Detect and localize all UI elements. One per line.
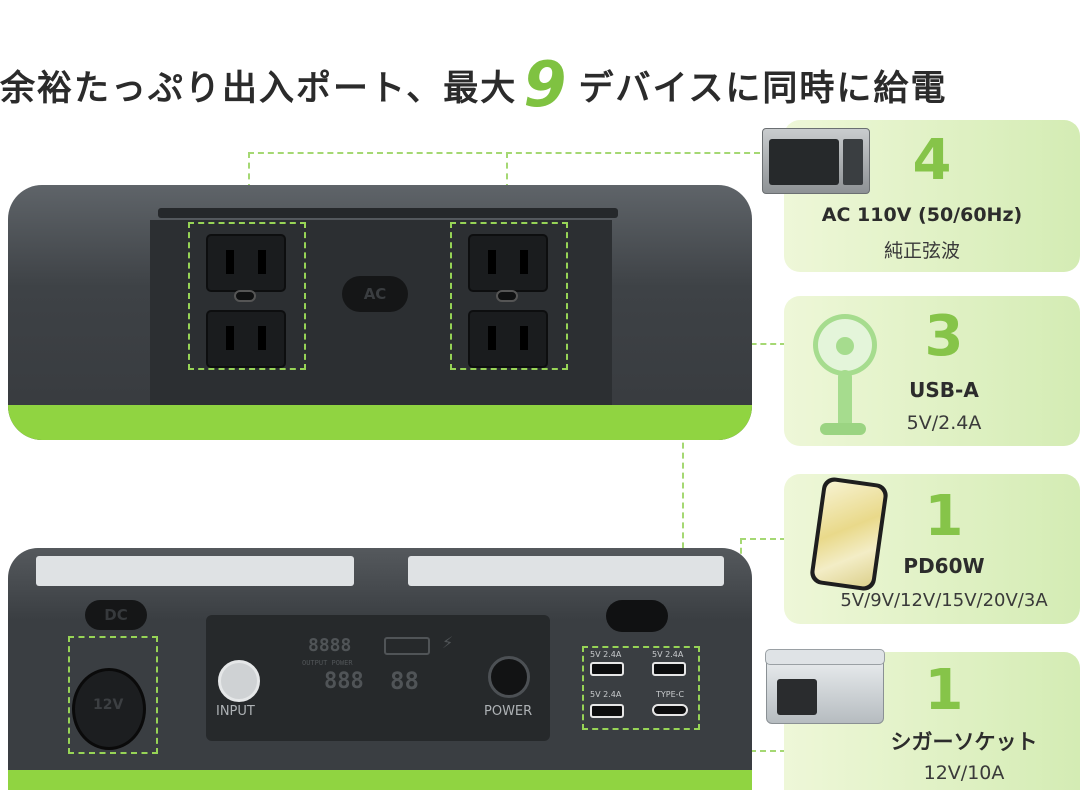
input-port[interactable] — [218, 660, 260, 702]
device-green-trim-bottom — [8, 770, 752, 790]
usb-a-port-3[interactable] — [652, 662, 686, 676]
ac-outlet-3[interactable] — [468, 234, 548, 292]
car-fridge-icon — [765, 649, 885, 724]
usb-port-label-1: 5V 2.4A — [590, 650, 622, 659]
ac-indicator-light-right — [496, 290, 518, 302]
usb-a-port-2[interactable] — [590, 704, 624, 718]
leader-line-ac — [248, 152, 760, 154]
usb-port-label-3: 5V 2.4A — [652, 650, 684, 659]
ac-outlet-2[interactable] — [206, 310, 286, 368]
leader-line-usba-down — [682, 343, 684, 648]
ac-outlet-group-left-highlight — [188, 222, 306, 370]
fan-base — [820, 423, 866, 435]
lcd-digits-mid: 888 — [324, 669, 364, 694]
pd-spec-detail: 5V/9V/12V/15V/20V/3A — [840, 590, 1048, 611]
microwave-icon — [762, 128, 870, 194]
ac-outlet-4[interactable] — [468, 310, 548, 368]
usb-port-label-2: 5V 2.4A — [590, 690, 622, 699]
cigar-socket-highlight — [68, 636, 158, 754]
handle-left — [36, 556, 354, 586]
usba-spec-title: USB-A — [909, 378, 979, 402]
handle-right — [408, 556, 724, 586]
battery-icon — [384, 637, 430, 655]
ac-power-button[interactable]: AC — [342, 276, 408, 312]
dc-power-button[interactable]: DC — [85, 600, 147, 630]
ac-port-count: 4 — [912, 128, 952, 193]
lcd-display-panel: 8888 OUTPUT POWER 888 88 ⚡ — [206, 615, 550, 741]
lcd-output-power-label: OUTPUT POWER — [302, 659, 353, 667]
device-green-trim — [8, 405, 752, 440]
power-station-front-view — [8, 548, 752, 790]
typec-label: TYPE-C — [656, 690, 685, 699]
cigar-spec-title: シガーソケット — [890, 730, 1038, 754]
headline-suffix: デバイスに同時に給電 — [578, 69, 948, 109]
device-top-slot — [158, 208, 618, 218]
usba-port-count: 3 — [924, 304, 964, 369]
cigar-socket-label: 12V — [93, 697, 124, 713]
power-label: POWER — [484, 704, 533, 719]
fan-handle — [838, 370, 852, 430]
lcd-digits-right: 88 — [390, 667, 419, 695]
usb-a-port-1[interactable] — [590, 662, 624, 676]
leader-line-pd — [740, 538, 786, 540]
pd-port-count: 1 — [924, 484, 964, 549]
usb-port-group-highlight — [582, 646, 700, 730]
lcd-digits-top: 8888 — [308, 635, 352, 656]
device-oval-button — [606, 600, 668, 632]
usba-spec-detail: 5V/2.4A — [906, 412, 982, 434]
pd-spec-title: PD60W — [903, 554, 985, 578]
cigar-port-count: 1 — [924, 658, 964, 723]
ac-indicator-light-left — [234, 290, 256, 302]
headline-prefix: 余裕たっぷり出入ポート、最大 — [0, 69, 518, 109]
cigar-spec-detail: 12V/10A — [923, 762, 1005, 784]
ac-outlet-group-right-highlight — [450, 222, 568, 370]
input-label: INPUT — [216, 704, 255, 719]
spec-card-ac: 4 AC 110V (50/60Hz) 純正弦波 — [784, 120, 1080, 272]
power-station-top-view — [8, 185, 752, 440]
ac-spec-title: AC 110V (50/60Hz) — [821, 204, 1023, 226]
ac-spec-detail: 純正弦波 — [883, 240, 960, 262]
lightning-icon: ⚡ — [442, 633, 454, 652]
ac-outlet-1[interactable] — [206, 234, 286, 292]
headline-highlight-number: 9 — [523, 48, 569, 121]
fan-icon — [813, 314, 877, 376]
usb-c-port[interactable] — [652, 704, 688, 716]
cigar-socket[interactable]: 12V — [72, 668, 146, 750]
main-power-button[interactable] — [488, 656, 530, 698]
